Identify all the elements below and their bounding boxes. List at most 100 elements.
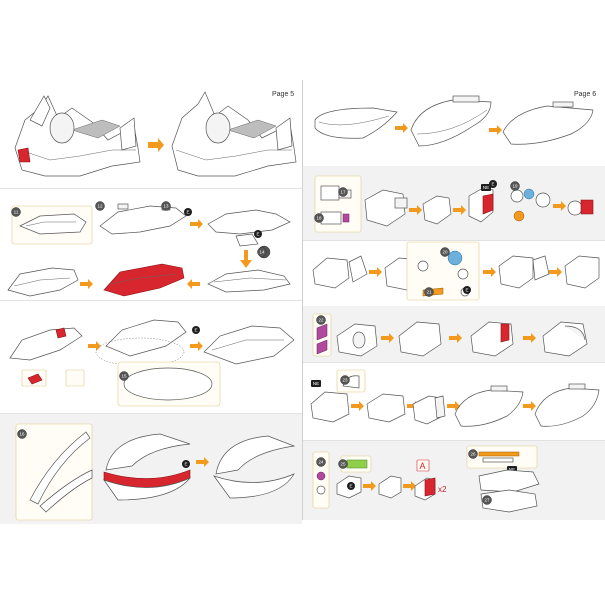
assembly-step-hull-underside	[478, 469, 540, 513]
assembly-step-deck-done	[203, 325, 295, 365]
assembly-step-bracket-fitted	[422, 195, 452, 225]
callout-number-16: 16	[17, 429, 27, 439]
page-6-illustrations: NE	[310, 95, 600, 513]
svg-text:17: 17	[340, 190, 346, 195]
step-arrow	[381, 333, 394, 343]
callout-number-11: 11	[11, 207, 21, 217]
step-arrow	[88, 341, 101, 351]
svg-text:13: 13	[163, 204, 169, 209]
svg-text:E: E	[256, 232, 259, 237]
callout-number-21: 21	[424, 287, 434, 297]
callout-number-13: 13	[161, 201, 171, 211]
assembly-step-engine	[510, 188, 551, 222]
step-arrow-down	[240, 250, 252, 268]
assembly-step-hull-red-trim	[103, 433, 191, 501]
callout-number-22: 22	[316, 315, 326, 325]
assembly-step-light-red	[414, 477, 436, 501]
detail-part-24	[346, 459, 368, 469]
e-badge: E	[489, 180, 497, 188]
callout-box-detail	[65, 369, 85, 387]
assembly-step-deck-fitting	[95, 319, 187, 367]
svg-text:20: 20	[442, 250, 448, 255]
callout-number-19: 19	[510, 181, 520, 191]
assembly-step-hull-top-fitted	[207, 209, 291, 259]
assembly-step-light-fitted	[378, 475, 402, 499]
svg-text:24: 24	[318, 460, 324, 465]
svg-text:E: E	[186, 210, 189, 215]
assembly-step-deck	[9, 327, 83, 361]
assembly-step-turret	[336, 323, 378, 357]
step-arrow	[553, 201, 566, 211]
panel-divider	[303, 362, 605, 363]
instruction-page-6: Page 6	[303, 0, 605, 605]
assembly-step-wing-base	[207, 269, 291, 293]
e-badge: E	[184, 208, 192, 216]
svg-text:E: E	[491, 182, 494, 187]
svg-text:E: E	[194, 328, 197, 333]
e-badge: E	[463, 286, 471, 294]
step-arrow-back	[187, 279, 200, 289]
svg-text:NE: NE	[509, 467, 515, 472]
assembly-step-hull-canopy	[410, 95, 492, 147]
e-badge: E	[347, 482, 355, 490]
a-box-label: A	[416, 459, 430, 472]
assembly-step-turret-complete	[542, 321, 588, 357]
page-label: Page 5	[272, 91, 295, 98]
e-badge: E	[192, 326, 200, 334]
step-arrow	[190, 341, 203, 351]
svg-text:16: 16	[19, 432, 25, 437]
svg-text:E: E	[465, 288, 468, 293]
step-arrow	[351, 401, 364, 411]
ne-badge: NE	[311, 380, 321, 387]
detail-part-26	[478, 451, 520, 463]
assembly-step-bracket-red	[468, 187, 494, 223]
step-arrow	[395, 123, 408, 133]
svg-text:21: 21	[426, 290, 432, 295]
step-arrow	[409, 205, 422, 215]
panel-divider	[0, 413, 302, 414]
detail-part-16	[29, 431, 93, 513]
callout-number-20: 20	[440, 247, 450, 257]
callout-number-12: 12	[95, 201, 105, 211]
svg-text:A: A	[420, 461, 426, 471]
assembly-step-turret-red	[470, 321, 514, 357]
step-arrow	[80, 279, 93, 289]
assembly-step-wing-red	[103, 263, 185, 297]
svg-text:11: 11	[14, 210, 19, 215]
step-arrow	[523, 401, 536, 411]
callout-number-14: 14	[257, 247, 267, 257]
svg-text:NE: NE	[483, 185, 489, 190]
assembly-step-hull-complete	[502, 101, 594, 145]
svg-text:22: 22	[318, 318, 324, 323]
ne-badge: NE	[481, 184, 491, 191]
callout-number-26: 26	[468, 449, 478, 459]
svg-text:26: 26	[470, 452, 476, 457]
assembly-step-module-a	[312, 255, 368, 289]
assembly-step-hull-done	[213, 435, 296, 499]
page-label: Page 6	[574, 91, 597, 98]
assembly-step-hull-shell	[314, 107, 398, 139]
quantity-multiplier: x2	[438, 485, 447, 494]
detail-part-15	[123, 367, 213, 401]
svg-text:E: E	[184, 462, 187, 467]
step-arrow	[196, 457, 209, 467]
assembly-step-module-b	[498, 255, 550, 289]
detail-part-11	[19, 213, 87, 235]
step-arrow	[489, 125, 502, 135]
e-badge: E	[182, 460, 190, 468]
callout-number-27: 27	[482, 495, 492, 505]
svg-text:19: 19	[512, 184, 518, 189]
assembly-step-bracket	[364, 189, 408, 227]
svg-text:NE: NE	[313, 381, 319, 386]
step-arrow	[403, 481, 416, 491]
page-divider	[302, 80, 303, 520]
assembly-step-cabin-joined	[366, 393, 406, 423]
assembly-step-wing-white	[7, 267, 79, 297]
panel-divider	[303, 240, 605, 241]
detail-part-23	[316, 471, 326, 495]
step-arrow	[363, 481, 376, 491]
step-arrow	[190, 219, 203, 229]
svg-text:27: 27	[484, 498, 490, 503]
svg-text:25: 25	[340, 462, 346, 467]
callout-number-18: 18	[314, 213, 324, 223]
